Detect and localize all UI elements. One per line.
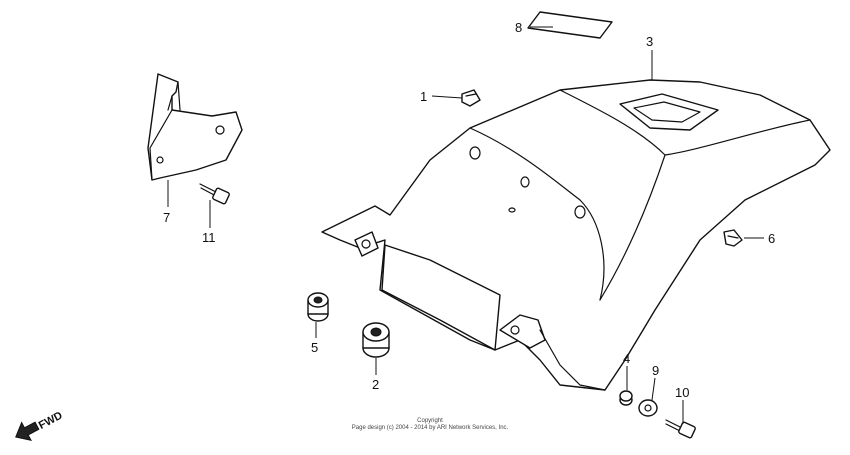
part-7-bracket [147, 73, 243, 207]
part-11-bolt [199, 183, 230, 228]
callout-1: 1 [420, 89, 427, 104]
callout-11: 11 [202, 230, 216, 245]
part-4-collar [619, 366, 633, 406]
copyright-notice: Copyright Page design (c) 2004 - 2014 by… [300, 418, 560, 432]
callout-9: 9 [652, 363, 659, 378]
part-5-grommet [307, 292, 329, 338]
callout-4: 4 [623, 351, 630, 366]
fwd-label: FWD [37, 410, 65, 432]
part-2-grommet [362, 322, 390, 375]
part-10-bolt [665, 400, 696, 439]
part-8-label [527, 11, 613, 39]
part-9-washer [638, 377, 658, 417]
fwd-arrow-icon: FWD [15, 410, 65, 441]
part-6-clip-nut [723, 229, 764, 247]
copyright-line-2: Page design (c) 2004 - 2014 by ARI Netwo… [351, 425, 509, 431]
part-1-clip-nut [431, 89, 481, 107]
callout-7: 7 [163, 210, 170, 225]
callout-8: 8 [515, 20, 522, 35]
callout-3: 3 [646, 34, 653, 49]
part-3-rear-fender [321, 79, 831, 391]
callout-5: 5 [311, 340, 318, 355]
callout-2: 2 [372, 377, 379, 392]
callout-10: 10 [675, 385, 689, 400]
callout-6: 6 [768, 231, 775, 246]
copyright-line-1: Copyright [417, 418, 443, 424]
